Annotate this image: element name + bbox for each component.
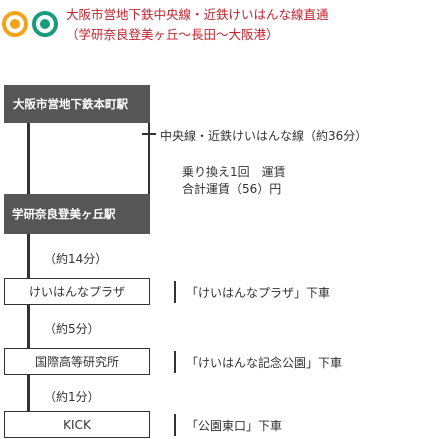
station-name: けいはんなプラザ — [28, 285, 125, 299]
route-subtitle: （学研奈良登美ヶ丘〜長田〜大阪港） — [66, 27, 279, 42]
separator — [174, 414, 176, 436]
route-circle-green-icon — [32, 11, 58, 37]
connector-line — [27, 123, 30, 194]
alight-instruction: 「けいはんなプラザ」下車 — [186, 286, 331, 300]
station-box: 国際高等研究所 — [4, 348, 150, 375]
alight-instruction: 「けいはんな記念公園」下車 — [186, 356, 343, 370]
transfer-station-box: 学研奈良登美ヶ丘駅 — [4, 194, 150, 234]
station-box: KICK — [4, 411, 150, 438]
fare-note: 合計運賃（56）円 — [182, 182, 282, 196]
transfer-note: 乗り換え1回 運賃 — [182, 165, 286, 179]
route-circle-orange-icon — [2, 11, 28, 37]
connector-line — [148, 123, 150, 194]
alight-instruction: 「公園東口」下車 — [186, 419, 283, 433]
connector-line — [27, 375, 30, 412]
separator — [174, 351, 176, 373]
separator — [174, 281, 176, 303]
origin-station-label: 大阪市営地下鉄本町駅 — [13, 97, 128, 111]
transfer-station-label: 学研奈良登美ヶ丘駅 — [12, 207, 116, 221]
via-label: 中央線・近鉄けいはんな線（約36分） — [160, 129, 368, 143]
segment-duration: （約5分） — [44, 322, 100, 336]
station-name: KICK — [63, 417, 91, 432]
origin-station-box: 大阪市営地下鉄本町駅 — [4, 85, 150, 123]
segment-duration: （約14分） — [44, 252, 108, 266]
segment-duration: （約1分） — [44, 390, 100, 404]
route-title: 大阪市営地下鉄中央線・近鉄けいはんな線直通 — [66, 7, 329, 22]
station-box: けいはんなプラザ — [4, 278, 150, 305]
station-name: 国際高等研究所 — [34, 355, 119, 369]
connector-line — [27, 305, 30, 348]
connector-line — [27, 234, 30, 278]
